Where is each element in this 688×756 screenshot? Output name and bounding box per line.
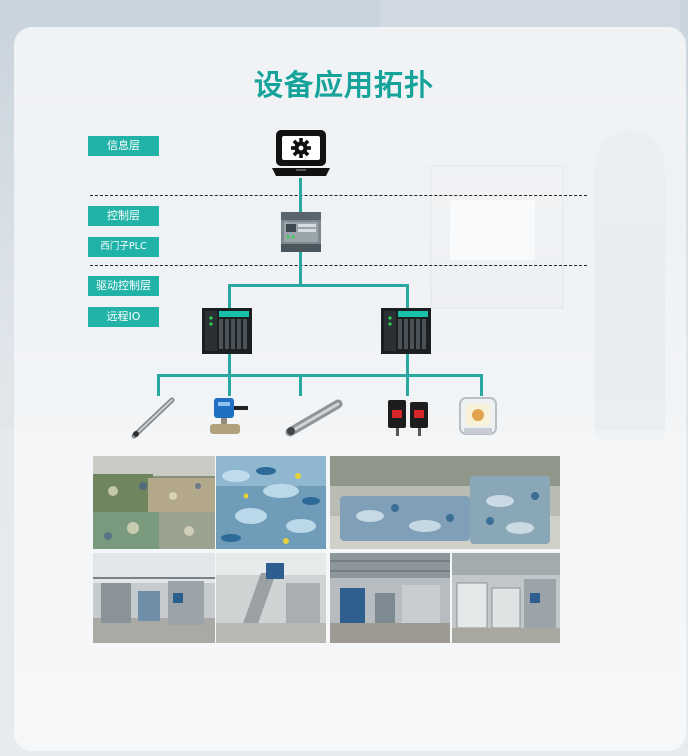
- cylindrical-sensor-icon: [284, 394, 344, 444]
- photo-factory-line-1: [93, 553, 215, 643]
- layer-label-drive: 驱动控制层: [88, 276, 159, 296]
- wire-io-left: [228, 284, 231, 310]
- separator-control-drive: [90, 265, 587, 266]
- photo-plastic-bales-2: [330, 456, 560, 549]
- remote-io-module-left: [202, 308, 252, 358]
- remote-io-module-right: [381, 308, 431, 358]
- photo-factory-hall: [330, 553, 450, 643]
- wire-io-left-down: [228, 352, 231, 376]
- separator-info-control: [90, 195, 587, 196]
- layer-label-plc: 西门子PLC: [88, 237, 159, 257]
- wire-io-right-down: [406, 352, 409, 376]
- wire-io-right: [406, 284, 409, 310]
- wire-tube: [299, 374, 302, 396]
- layer-label-remote-io: 远程IO: [88, 307, 159, 327]
- wire-photo: [406, 374, 409, 396]
- layer-label-info: 信息层: [88, 136, 159, 156]
- wire-io-bus: [228, 284, 409, 287]
- remote-io-module-icon: [202, 308, 252, 354]
- plc-controller-icon: [280, 210, 322, 258]
- wire-field-bus: [157, 374, 483, 377]
- photo-plastic-bottles: [216, 456, 326, 549]
- page-title: 设备应用拓扑: [253, 68, 434, 102]
- laptop-gear-icon: [272, 128, 330, 184]
- photo-factory-tanks: [452, 553, 560, 643]
- wire-hmi-plc: [299, 178, 302, 212]
- remote-io-module-icon: [381, 308, 431, 354]
- wire-probe: [157, 374, 160, 396]
- electric-valve-icon: [204, 394, 254, 444]
- wire-plc-bus: [299, 252, 302, 286]
- probe-sensor-icon: [128, 394, 178, 444]
- wire-valve: [228, 374, 231, 396]
- photo-factory-conveyor: [216, 553, 326, 643]
- relay-icon: [454, 394, 504, 444]
- photo-plastic-bales-1: [93, 456, 215, 549]
- layer-label-control: 控制层: [88, 206, 159, 226]
- wire-relay: [480, 374, 483, 396]
- photoelectric-sensor-icon: [384, 394, 434, 444]
